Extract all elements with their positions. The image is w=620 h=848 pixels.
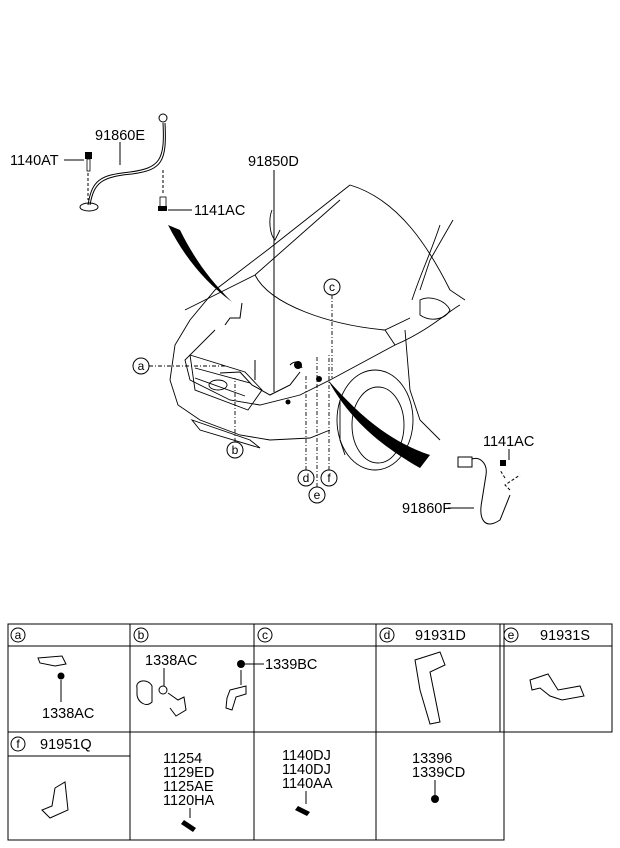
harness-route-stroke (328, 380, 430, 468)
cell-nuts: 13396 1339CD (412, 751, 465, 803)
svg-text:1140AA: 1140AA (282, 776, 333, 792)
cell-f-bracket (41, 781, 69, 819)
svg-text:d: d (384, 628, 391, 642)
svg-text:d: d (303, 471, 310, 485)
svg-text:1129ED: 1129ED (163, 765, 214, 781)
callout-1141ac-upper: 1141AC (194, 203, 245, 219)
svg-text:1140DJ: 1140DJ (282, 762, 331, 778)
part-91931d: 91931D (415, 628, 466, 644)
detail-marker-e: e (308, 355, 326, 504)
cell-b: 1338AC (136, 653, 197, 717)
svg-text:13396: 13396 (412, 751, 452, 767)
svg-text:1120HA: 1120HA (163, 793, 215, 809)
callout-91850d: 91850D (248, 154, 299, 170)
svg-text:a: a (15, 628, 22, 642)
svg-text:1125AE: 1125AE (163, 779, 214, 795)
cell-d-bracket (414, 651, 446, 725)
harness-route-stroke (168, 225, 232, 302)
svg-text:1338AC: 1338AC (145, 653, 197, 669)
battery-cable-lower (457, 456, 521, 525)
callout-91860e: 91860E (95, 128, 145, 144)
svg-text:c: c (329, 280, 335, 294)
detail-marker-b: b (226, 378, 244, 459)
detail-marker-c: c (323, 278, 341, 378)
svg-text:e: e (314, 488, 321, 502)
detail-marker-d: d (297, 375, 315, 487)
svg-text:a: a (138, 359, 145, 373)
bolt-icon (85, 152, 167, 211)
cell-e-bracket (529, 673, 585, 701)
detail-marker-a: a (132, 357, 225, 375)
battery-cable-upper (79, 113, 168, 212)
svg-text:11254: 11254 (163, 751, 202, 767)
svg-text:1339CD: 1339CD (412, 765, 465, 781)
svg-text:e: e (508, 628, 515, 642)
detail-marker-f: f (320, 355, 338, 487)
callout-91860f: 91860F (402, 501, 451, 517)
part-91931s: 91931S (540, 628, 590, 644)
svg-text:c: c (262, 628, 268, 642)
table-headers: a b c d 91931D e 91931S f 91951Q (10, 627, 590, 753)
cell-c: 1339BC (225, 657, 317, 711)
car-illustration (169, 184, 466, 471)
svg-text:f: f (327, 471, 331, 485)
svg-text:1140DJ: 1140DJ (282, 748, 331, 764)
callout-1141ac-lower: 1141AC (483, 434, 534, 450)
svg-text:1339BC: 1339BC (265, 657, 317, 673)
svg-text:f: f (16, 737, 20, 751)
part-91951q: 91951Q (40, 737, 92, 753)
svg-text:b: b (232, 443, 239, 457)
callout-1140at: 1140AT (10, 153, 59, 169)
cell-bolts-1: 11254 1129ED 1125AE 1120HA (163, 751, 215, 832)
cell-a: 1338AC (37, 655, 94, 722)
svg-text:b: b (138, 628, 145, 642)
parts-detail-table (7, 623, 613, 841)
cell-bolts-2: 1140DJ 1140DJ 1140AA (282, 748, 333, 816)
svg-text:1338AC: 1338AC (42, 706, 94, 722)
wiring-harness (219, 302, 322, 405)
